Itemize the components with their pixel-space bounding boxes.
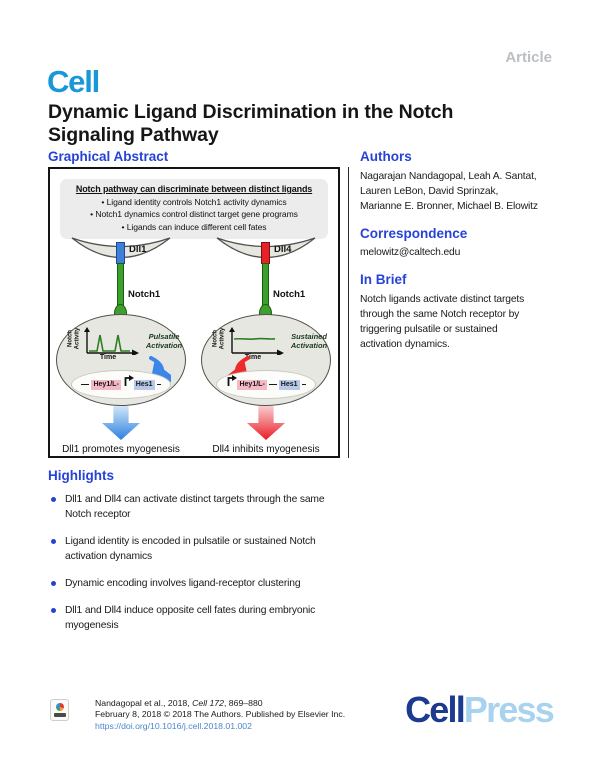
crossmark-circle-icon (55, 702, 64, 711)
plot-ylabel: Notch Activity (67, 327, 81, 350)
panel-caption: Dll4 inhibits myogenesis (212, 444, 320, 455)
cell-journal-logo: Cell (47, 64, 100, 99)
sustained-activity-plot: Notch Activity Time (213, 327, 294, 365)
citation-line: Nandagopal et al., 2018, Cell 172, 869–8… (95, 698, 345, 709)
citation-journal: Cell 172 (192, 698, 224, 708)
highlight-text: Dynamic encoding involves ligand-recepto… (65, 578, 301, 589)
highlight-text: Dll1 and Dll4 can activate distinct targ… (65, 494, 325, 520)
nucleus: Hey1/L- Hes1 (216, 370, 316, 399)
highlight-item: Dynamic encoding involves ligand-recepto… (48, 576, 388, 591)
citation-authors: Nandagopal et al., 2018, (95, 698, 193, 708)
plot-xlabel: Time (244, 354, 262, 361)
plot-xlabel: Time (99, 354, 117, 361)
doi-link[interactable]: https://doi.org/10.1016/j.cell.2018.01.0… (95, 720, 252, 731)
publication-line: February 8, 2018 © 2018 The Authors. Pub… (95, 709, 346, 720)
gene-silent-line (81, 383, 90, 386)
citation-block: Nandagopal et al., 2018, Cell 172, 869–8… (95, 698, 345, 732)
banner-bullet: • Ligand identity controls Notch1 activi… (101, 197, 287, 207)
highlights-heading: Highlights (48, 468, 114, 483)
banner-title: Notch pathway can discriminate between d… (75, 184, 313, 194)
pulsatile-activity-plot: Notch Activity Time (68, 327, 149, 365)
inhibits-arrow-icon (247, 406, 285, 440)
ligand-label: Dll4 (274, 244, 292, 255)
author-names: Nagarajan Nandagopal, Leah A. Santat, La… (360, 171, 538, 212)
authors-heading: Authors (360, 149, 412, 164)
pulsatile-curve (84, 327, 139, 355)
promoter-arrow-icon (124, 374, 134, 386)
graphical-abstract-heading: Graphical Abstract (48, 149, 169, 164)
receptor-label: Notch1 (273, 289, 306, 300)
highlight-item: Dll1 and Dll4 can activate distinct targ… (48, 492, 388, 522)
cellpress-logo: CellPress (405, 689, 555, 730)
metadata-column: Authors Nagarajan Nandagopal, Leah A. Sa… (360, 149, 566, 352)
dll1-ligand-icon (116, 242, 125, 264)
citation-pages: , 869–880 (223, 698, 263, 708)
banner-bullet: • Ligands can induce different cell fate… (121, 221, 267, 232)
dll4-ligand-icon (261, 242, 270, 264)
bullet-icon (51, 539, 56, 544)
highlight-item: Dll1 and Dll4 induce opposite cell fates… (48, 603, 388, 633)
gene-silent-line (156, 383, 161, 386)
in-brief-heading: In Brief (360, 272, 407, 287)
highlight-text: Dll1 and Dll4 induce opposite cell fates… (65, 605, 316, 631)
crossmark-bar-icon (53, 713, 66, 717)
receptor-label: Notch1 (128, 289, 161, 300)
promotes-arrow-icon (102, 406, 140, 440)
dll4-panel: Dll4 Notch1 Notch Activity Time Sustaine… (200, 237, 332, 455)
promoter-arrow-icon (228, 374, 238, 386)
sustained-curve (229, 327, 284, 355)
in-brief-text: Notch ligands activate distinct targets … (360, 294, 525, 350)
hes-gene-label: Hes1 (133, 379, 155, 390)
abstract-summary-banner: Notch pathway can discriminate between d… (60, 179, 328, 239)
column-divider (348, 167, 349, 458)
panel-caption: Dll1 promotes myogenesis (62, 444, 180, 455)
cellpress-logo-dark: Cell (405, 689, 466, 730)
highlights-section: Highlights Dll1 and Dll4 can activate di… (48, 468, 388, 633)
graphical-abstract-figure: Notch pathway can discriminate between d… (48, 167, 340, 458)
sustained-activation-label: Sustained Activation (290, 332, 328, 350)
article-type-label: Article (505, 49, 552, 66)
bullet-icon (51, 581, 56, 586)
hey-gene-label: Hey1/L- (237, 379, 267, 390)
dll1-panel: Dll1 Notch1 Notch Activity Time Pulsatil… (55, 237, 187, 455)
plot-ylabel: Notch Activity (212, 327, 226, 350)
correspondence-email[interactable]: melowitz@caltech.edu (360, 247, 461, 258)
bullet-icon (51, 497, 56, 502)
nucleus: Hey1/L- Hes1 (71, 370, 171, 399)
paper-title: Dynamic Ligand Discrimination in the Not… (48, 101, 454, 146)
pulsatile-activation-label: Pulsatile Activation (145, 332, 183, 350)
gene-silent-line (268, 383, 277, 386)
highlight-text: Ligand identity is encoded in pulsatile … (65, 536, 316, 562)
hey-gene-label: Hey1/L- (91, 379, 121, 390)
hes-gene-label: Hes1 (278, 379, 300, 390)
gene-silent-line (301, 383, 306, 386)
highlight-item: Ligand identity is encoded in pulsatile … (48, 534, 388, 564)
banner-bullet: • Notch1 dynamics control distinct targe… (90, 209, 298, 220)
correspondence-heading: Correspondence (360, 226, 468, 241)
notch-receptor-stem (117, 263, 124, 308)
crossmark-badge-icon[interactable] (50, 699, 69, 721)
ligand-label: Dll1 (129, 244, 147, 255)
cellpress-logo-light: Press (463, 689, 555, 730)
bullet-icon (51, 608, 56, 613)
notch-receptor-stem (262, 263, 269, 308)
